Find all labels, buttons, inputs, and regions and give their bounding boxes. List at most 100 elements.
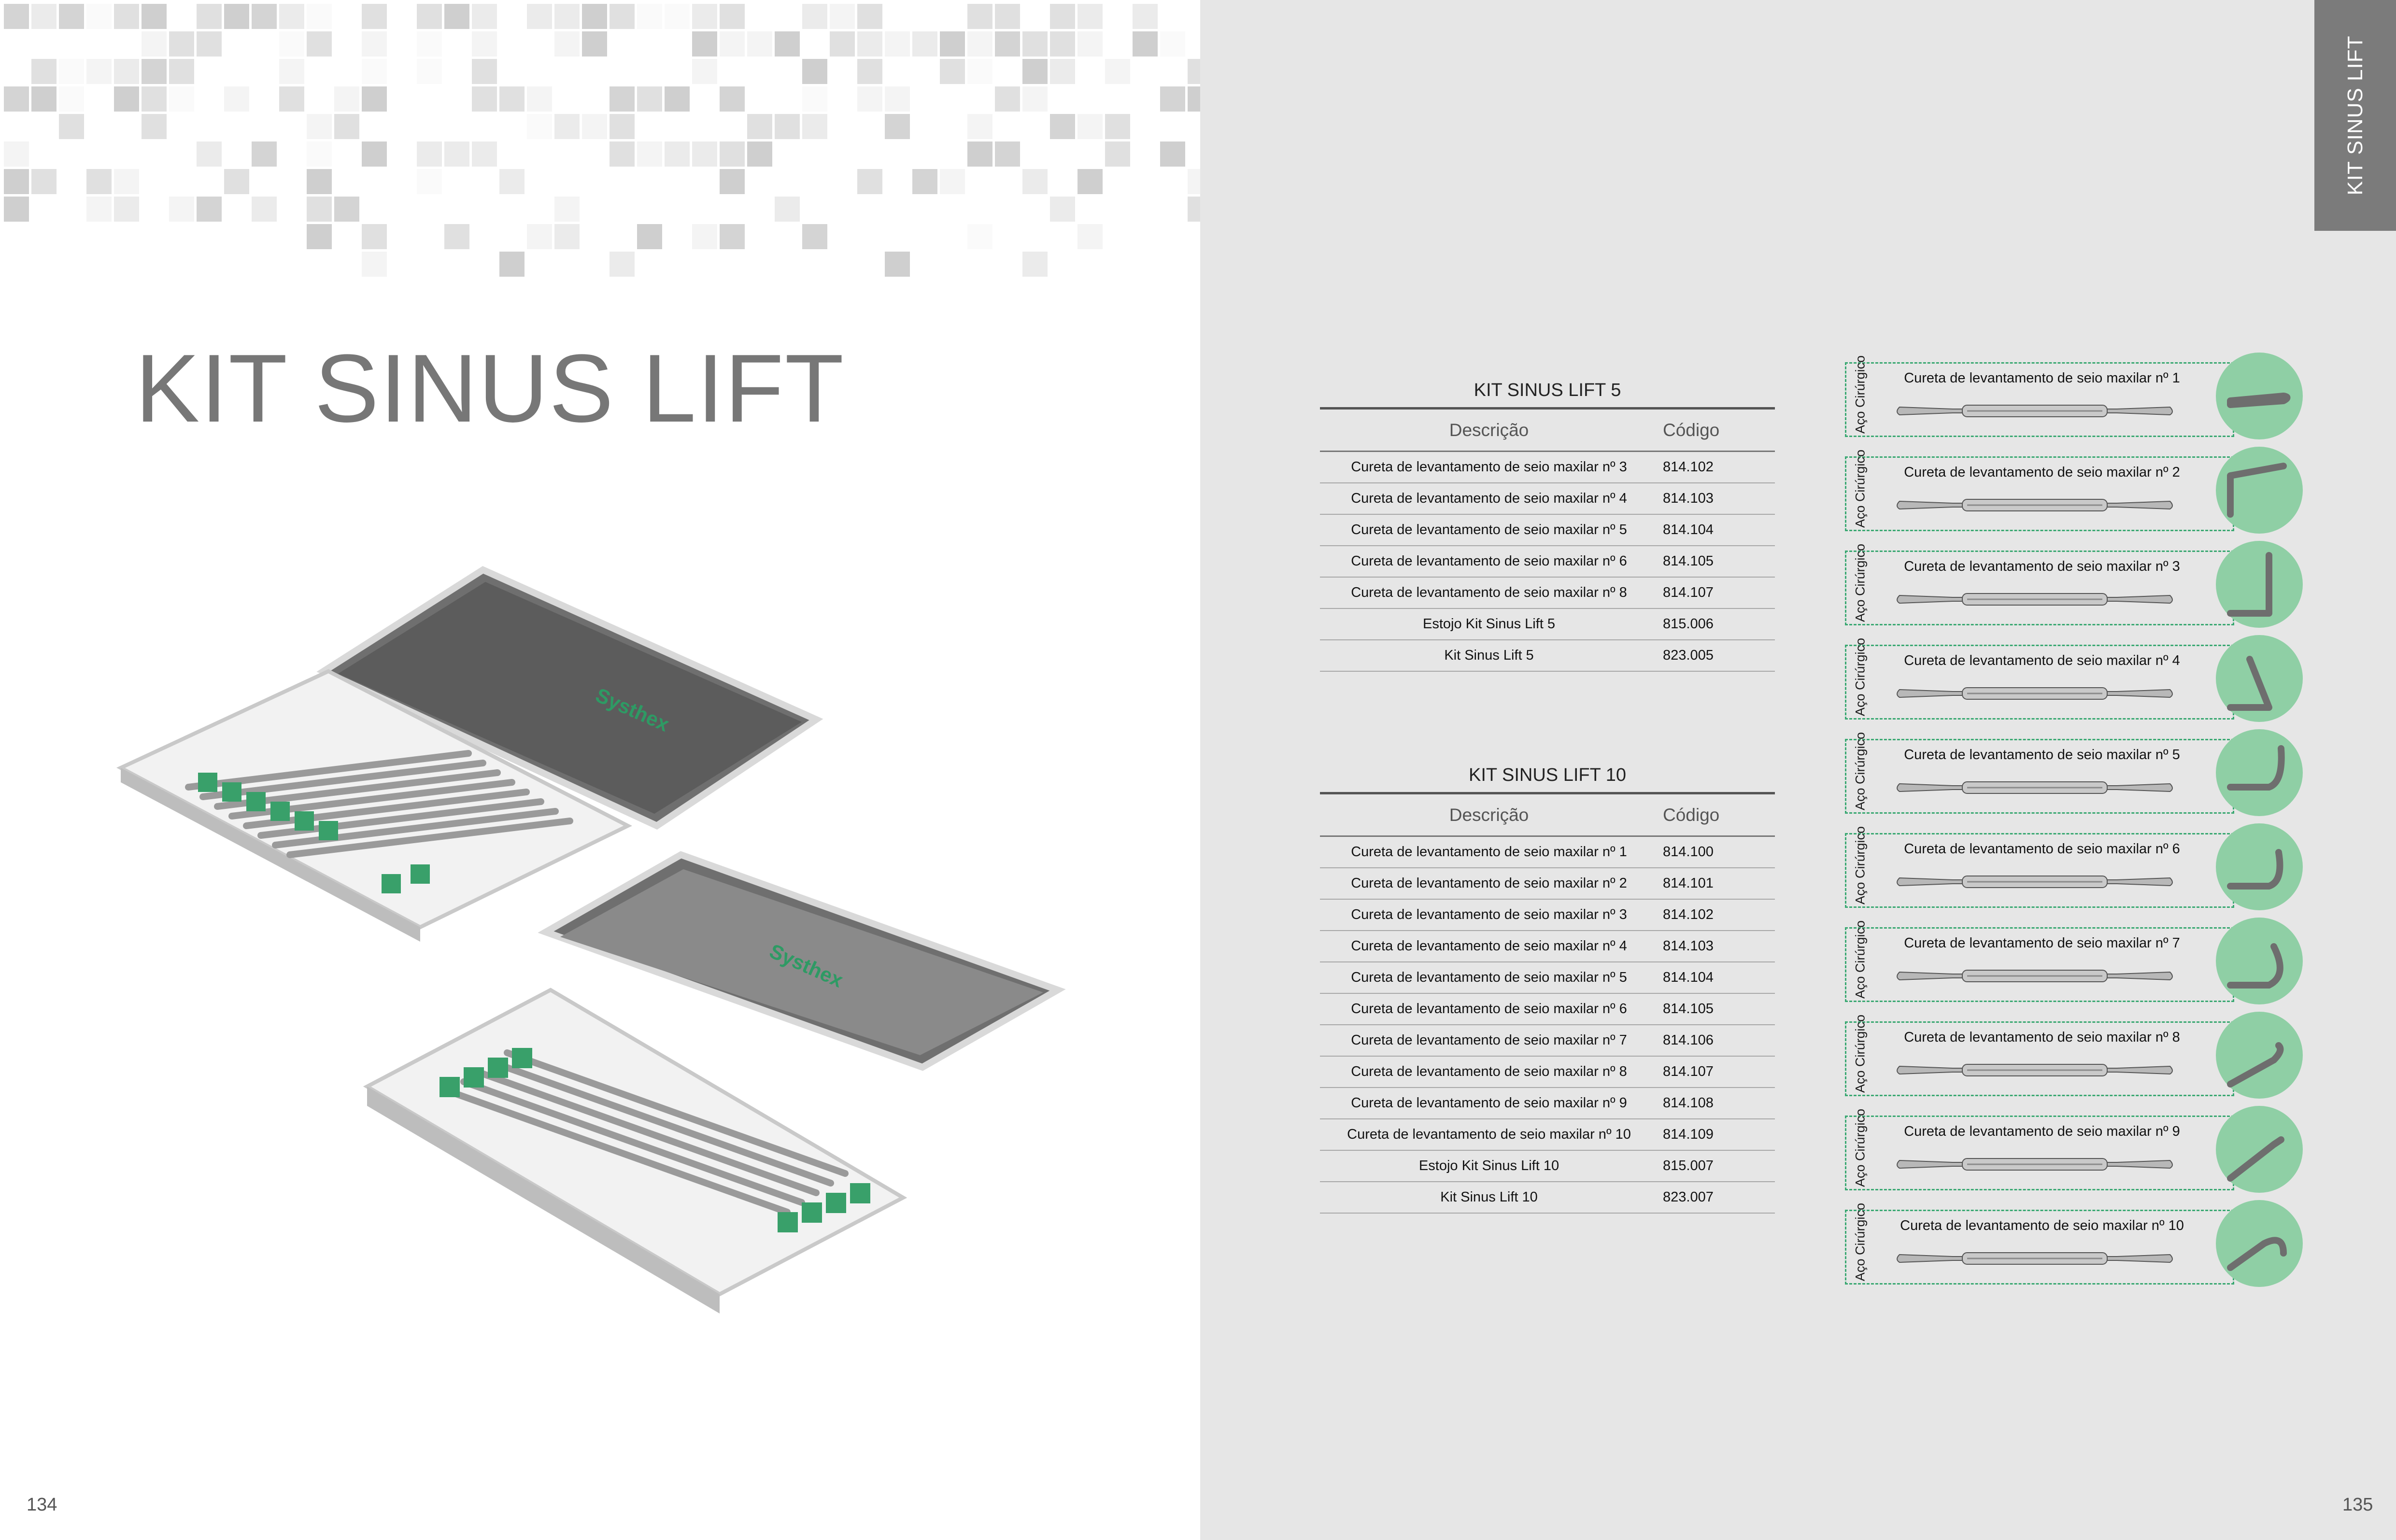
mosaic-tile (279, 59, 304, 84)
curette-drawing (1897, 687, 2173, 700)
material-label: Aço Cirúrgico (1853, 1014, 1868, 1093)
mosaic-tile (967, 4, 992, 29)
mosaic-tile (499, 169, 525, 194)
mosaic-tile (307, 31, 332, 57)
mosaic-tile (802, 59, 827, 84)
cell-codigo: 814.102 (1663, 907, 1714, 922)
curette-drawing (1897, 781, 2173, 794)
mosaic-tile (1188, 197, 1200, 222)
table-row: Cureta de levantamento de seio maxilar n… (1320, 868, 1775, 900)
mosaic-tile (692, 59, 717, 84)
mosaic-tile (692, 141, 717, 167)
mosaic-tile (417, 59, 442, 84)
mosaic-tile (279, 4, 304, 29)
mosaic-tile (802, 86, 827, 112)
mosaic-tile (1133, 31, 1158, 57)
mosaic-tile (995, 141, 1020, 167)
table-row: Cureta de levantamento de seio maxilar n… (1320, 962, 1775, 994)
mosaic-tile (610, 141, 635, 167)
mosaic-tile (554, 114, 580, 139)
header-descricao: Descrição (1449, 805, 1529, 825)
tool-name: Cureta de levantamento de seio maxilar n… (1904, 465, 2180, 480)
mosaic-tile (142, 4, 167, 29)
cell-descricao: Kit Sinus Lift 5 (1444, 648, 1534, 663)
mosaic-tile (169, 59, 194, 84)
mosaic-tile (307, 4, 332, 29)
mosaic-tile (720, 224, 745, 249)
mosaic-tile (1160, 31, 1185, 57)
mosaic-tile (197, 31, 222, 57)
mosaic-tile (554, 31, 580, 57)
curette-drawing (1897, 1158, 2173, 1171)
mosaic-tile (417, 141, 442, 167)
material-label: Aço Cirúrgico (1853, 826, 1868, 904)
mosaic-tile (802, 224, 827, 249)
mosaic-tile (417, 169, 442, 194)
table-header: Descrição Código (1320, 794, 1775, 835)
mosaic-tile (334, 86, 359, 112)
table-row: Cureta de levantamento de seio maxilar n… (1320, 483, 1775, 515)
mosaic-tile (472, 59, 497, 84)
cell-codigo: 815.006 (1663, 616, 1714, 632)
page-title: KIT SINUS LIFT (135, 335, 845, 442)
cell-descricao: Estojo Kit Sinus Lift 10 (1418, 1158, 1560, 1173)
mosaic-tile (4, 4, 29, 29)
left-page: KIT SINUS LIFT Systhex Systhex (4, 4, 1200, 1515)
cell-descricao: Cureta de levantamento de seio maxilar n… (1351, 907, 1627, 922)
cell-descricao: Cureta de levantamento de seio maxilar n… (1351, 459, 1627, 475)
mosaic-tile (1077, 114, 1103, 139)
mosaic-tile (307, 224, 332, 249)
table-row: Cureta de levantamento de seio maxilar n… (1320, 1088, 1775, 1119)
mosaic-tile (142, 114, 167, 139)
mosaic-tile (362, 59, 387, 84)
table-row: Cureta de levantamento de seio maxilar n… (1320, 931, 1775, 962)
cell-descricao: Cureta de levantamento de seio maxilar n… (1351, 553, 1627, 569)
cell-codigo: 814.105 (1663, 553, 1714, 569)
mosaic-tile (1133, 4, 1158, 29)
mosaic-tile (940, 31, 965, 57)
mosaic-tile (86, 59, 112, 84)
mosaic-tile (857, 4, 882, 29)
table-row: Cureta de levantamento de seio maxilar n… (1320, 578, 1775, 609)
mosaic-tile (1188, 59, 1200, 84)
table-row: Cureta de levantamento de seio maxilar n… (1320, 1057, 1775, 1088)
mosaic-tile (720, 31, 745, 57)
tip-detail-circle (2216, 447, 2303, 534)
mosaic-tile (1022, 59, 1048, 84)
table-kit-sinus-lift-5: KIT SINUS LIFT 5 Descrição Código Cureta… (1320, 373, 1775, 672)
mosaic-tile (86, 4, 112, 29)
page-number-left: 134 (27, 1495, 57, 1515)
cell-codigo: 815.007 (1663, 1158, 1714, 1173)
page-number-right: 135 (2342, 1495, 2373, 1515)
cell-descricao: Cureta de levantamento de seio maxilar n… (1351, 491, 1627, 506)
mosaic-tile (31, 59, 57, 84)
mosaic-tile (967, 224, 992, 249)
mosaic-tile (252, 141, 277, 167)
mosaic-tile (1050, 4, 1075, 29)
mosaic-tile (472, 141, 497, 167)
mosaic-tile (499, 86, 525, 112)
curette-drawing (1897, 970, 2173, 982)
mosaic-tile (59, 86, 84, 112)
mosaic-tile (527, 4, 552, 29)
table-rule (1320, 835, 1775, 837)
table-kit-sinus-lift-10: KIT SINUS LIFT 10 Descrição Código Curet… (1320, 758, 1775, 1214)
tip-detail-circle (2216, 729, 2303, 816)
curette-drawing (1897, 405, 2173, 417)
cell-codigo: 814.104 (1663, 970, 1714, 985)
mosaic-tile (252, 197, 277, 222)
mosaic-tile (252, 4, 277, 29)
curette-drawing (1897, 1064, 2173, 1076)
mosaic-tile (747, 31, 772, 57)
mosaic-tile (582, 4, 607, 29)
table-title: KIT SINUS LIFT 10 (1469, 765, 1626, 785)
material-label: Aço Cirúrgico (1853, 1108, 1868, 1187)
mosaic-tile (857, 59, 882, 84)
mosaic-tile (472, 86, 497, 112)
mosaic-tile (142, 59, 167, 84)
kit-cases-photo: Systhex Systhex (116, 566, 1066, 1314)
